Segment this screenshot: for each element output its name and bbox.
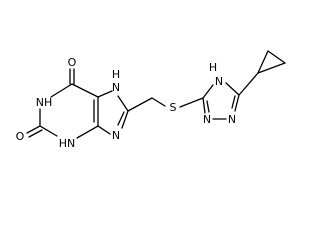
bond-c5-c6: [71, 83, 99, 98]
bonds: [26, 50, 286, 139]
bond-c8-n9-double: [117, 111, 125, 126]
bond-c5-n1-double: [231, 95, 236, 109]
bond-c8-ch2: [127, 97, 153, 112]
atom-n1-triazole: N: [228, 113, 236, 126]
bond-c2-n3: [39, 125, 58, 137]
bond-cp-a-b: [257, 50, 269, 74]
bond-n9-c4: [97, 125, 111, 135]
atom-n2-triazole: N: [203, 113, 211, 126]
bond-c3-nh: [202, 84, 214, 99]
bond-c2-o-left: [26, 125, 41, 134]
bond-c5-cyclopropyl: [238, 72, 259, 96]
bond-c6-n1: [50, 83, 73, 98]
bond-cp-c-a: [257, 62, 286, 74]
bond-ch2-s: [151, 97, 166, 107]
bond-s-c3-triazole: [179, 97, 204, 108]
atom-labels: O NH HN O H N N S H N N N: [16, 56, 236, 150]
bond-n2-c3-double: [206, 100, 210, 113]
atom-nh-n1: NH: [36, 96, 53, 109]
bond-c2-o-left-double: [28, 129, 43, 138]
bond-n7-c8: [117, 95, 129, 112]
bond-c5-n1: [234, 94, 240, 112]
molecule-structure-diagram: O NH HN O H N N S H N N N: [16, 50, 286, 150]
bond-cp-b-c: [267, 50, 286, 64]
bond-n2-c3: [202, 97, 206, 114]
atom-s: S: [170, 101, 177, 114]
atom-hn-n3: HN: [59, 137, 76, 150]
bond-n3-c4: [76, 125, 99, 139]
atom-n7: N: [112, 81, 120, 94]
atom-h-n4-triazole: H: [209, 61, 217, 74]
atom-o-left: O: [16, 130, 25, 143]
atom-n4-triazole: N: [215, 75, 223, 88]
atom-n9: N: [112, 129, 120, 142]
bond-c8-n9: [121, 110, 129, 129]
atom-o-top: O: [68, 56, 77, 69]
bond-nh-c5: [225, 82, 240, 96]
atom-h-n7: H: [112, 68, 120, 81]
bond-c5-n7: [97, 90, 113, 98]
